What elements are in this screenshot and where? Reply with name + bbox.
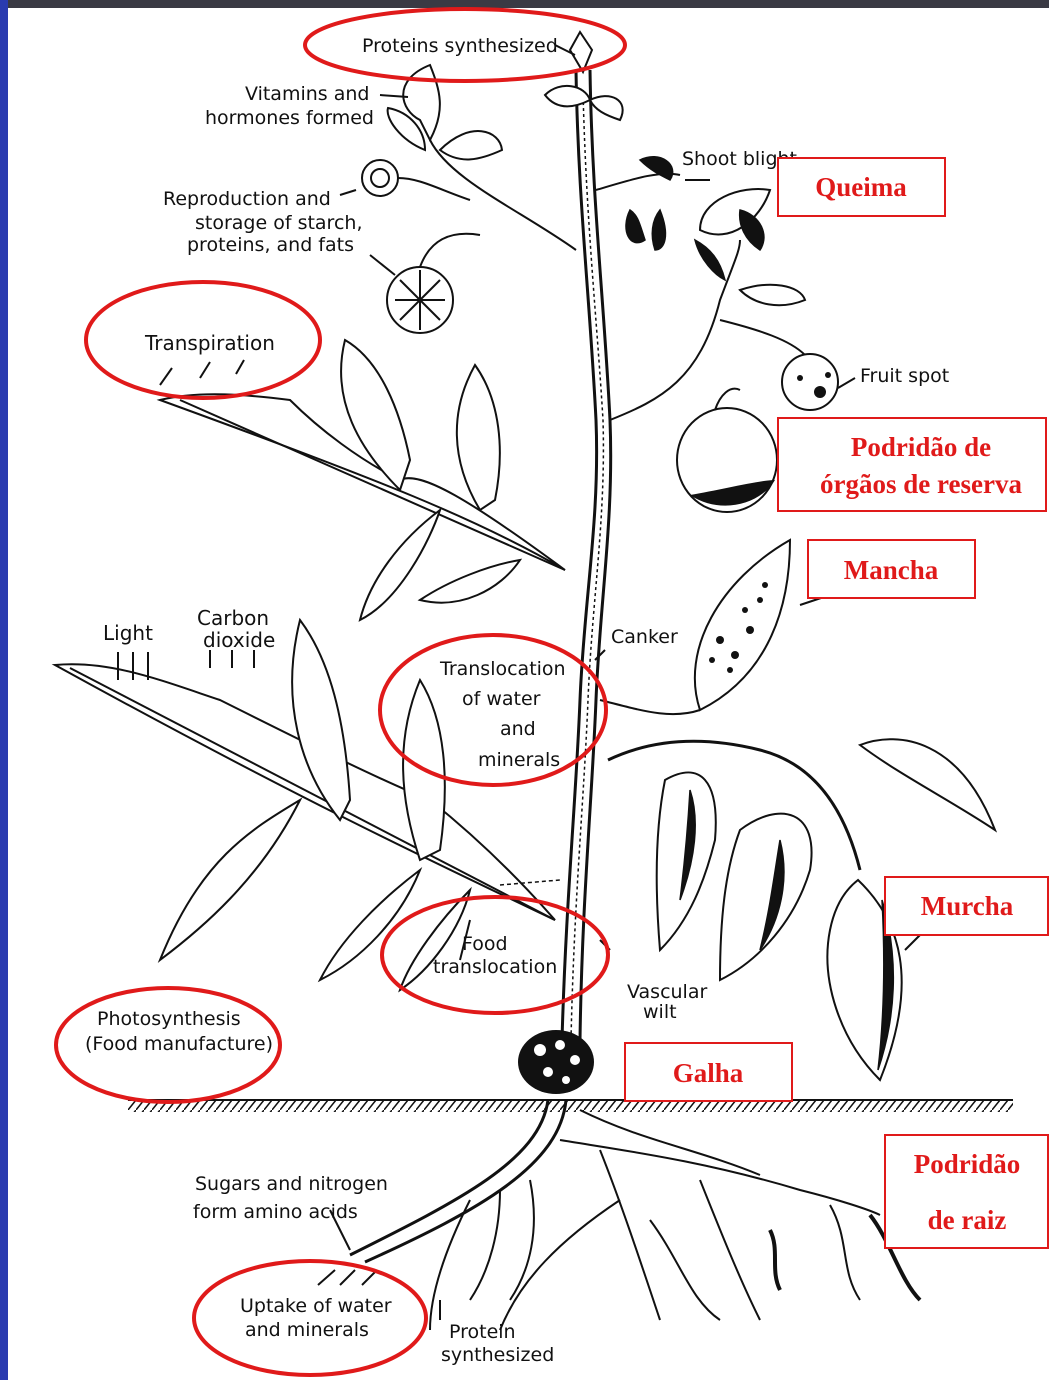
- disease-podridao-reserva-2: órgãos de reserva: [820, 469, 1022, 499]
- highlight-uptake: [194, 1261, 426, 1375]
- label-transloc-3: and: [500, 718, 536, 740]
- label-food-2: translocation: [433, 956, 557, 978]
- root-system: [350, 1100, 920, 1330]
- label-vascular-2: wilt: [643, 1001, 677, 1023]
- label-carbon-2: dioxide: [203, 628, 275, 652]
- label-repro-2: storage of starch,: [195, 212, 362, 234]
- main-stem: [562, 70, 611, 1040]
- label-transloc-2: of water: [462, 688, 541, 710]
- disease-mancha: Mancha: [844, 555, 939, 585]
- label-repro-3: proteins, and fats: [187, 234, 354, 256]
- label-carbon-1: Carbon: [197, 606, 269, 630]
- label-transloc-1: Translocation: [439, 658, 566, 680]
- upper-left-leaves: [160, 340, 565, 620]
- flower-and-fruit: [362, 160, 480, 333]
- label-protein-2: synthesized: [441, 1344, 554, 1366]
- label-proteins-synthesized: Proteins synthesized: [362, 35, 558, 57]
- label-photo-2: (Food manufacture): [85, 1033, 273, 1055]
- label-food-1: Food: [462, 933, 508, 955]
- label-transpiration: Transpiration: [144, 331, 275, 355]
- disease-queima: Queima: [815, 172, 907, 202]
- disease-podridao-raiz-1: Podridão: [914, 1149, 1021, 1179]
- disease-murcha: Murcha: [921, 891, 1014, 921]
- disease-podridao-raiz-2: de raiz: [928, 1205, 1007, 1235]
- label-protein-1: Protein: [449, 1321, 516, 1343]
- label-photo-1: Photosynthesis: [97, 1008, 241, 1030]
- top-shoot: [388, 32, 623, 250]
- label-sugars-1: Sugars and nitrogen: [195, 1173, 388, 1195]
- disease-podridao-reserva-1: Podridão de: [851, 432, 991, 462]
- label-canker: Canker: [611, 626, 678, 648]
- label-vascular-1: Vascular: [627, 981, 707, 1003]
- label-vitamins-2: hormones formed: [205, 107, 374, 129]
- label-repro-1: Reproduction and: [163, 188, 331, 210]
- label-vitamins-1: Vitamins and: [245, 83, 369, 105]
- label-uptake-2: and minerals: [245, 1319, 369, 1341]
- label-transloc-4: minerals: [478, 749, 560, 771]
- disease-galha: Galha: [673, 1058, 744, 1088]
- label-sugars-2: form amino acids: [193, 1201, 358, 1223]
- label-uptake-1: Uptake of water: [240, 1295, 392, 1317]
- label-fruit-spot: Fruit spot: [860, 365, 949, 387]
- label-light: Light: [103, 621, 153, 645]
